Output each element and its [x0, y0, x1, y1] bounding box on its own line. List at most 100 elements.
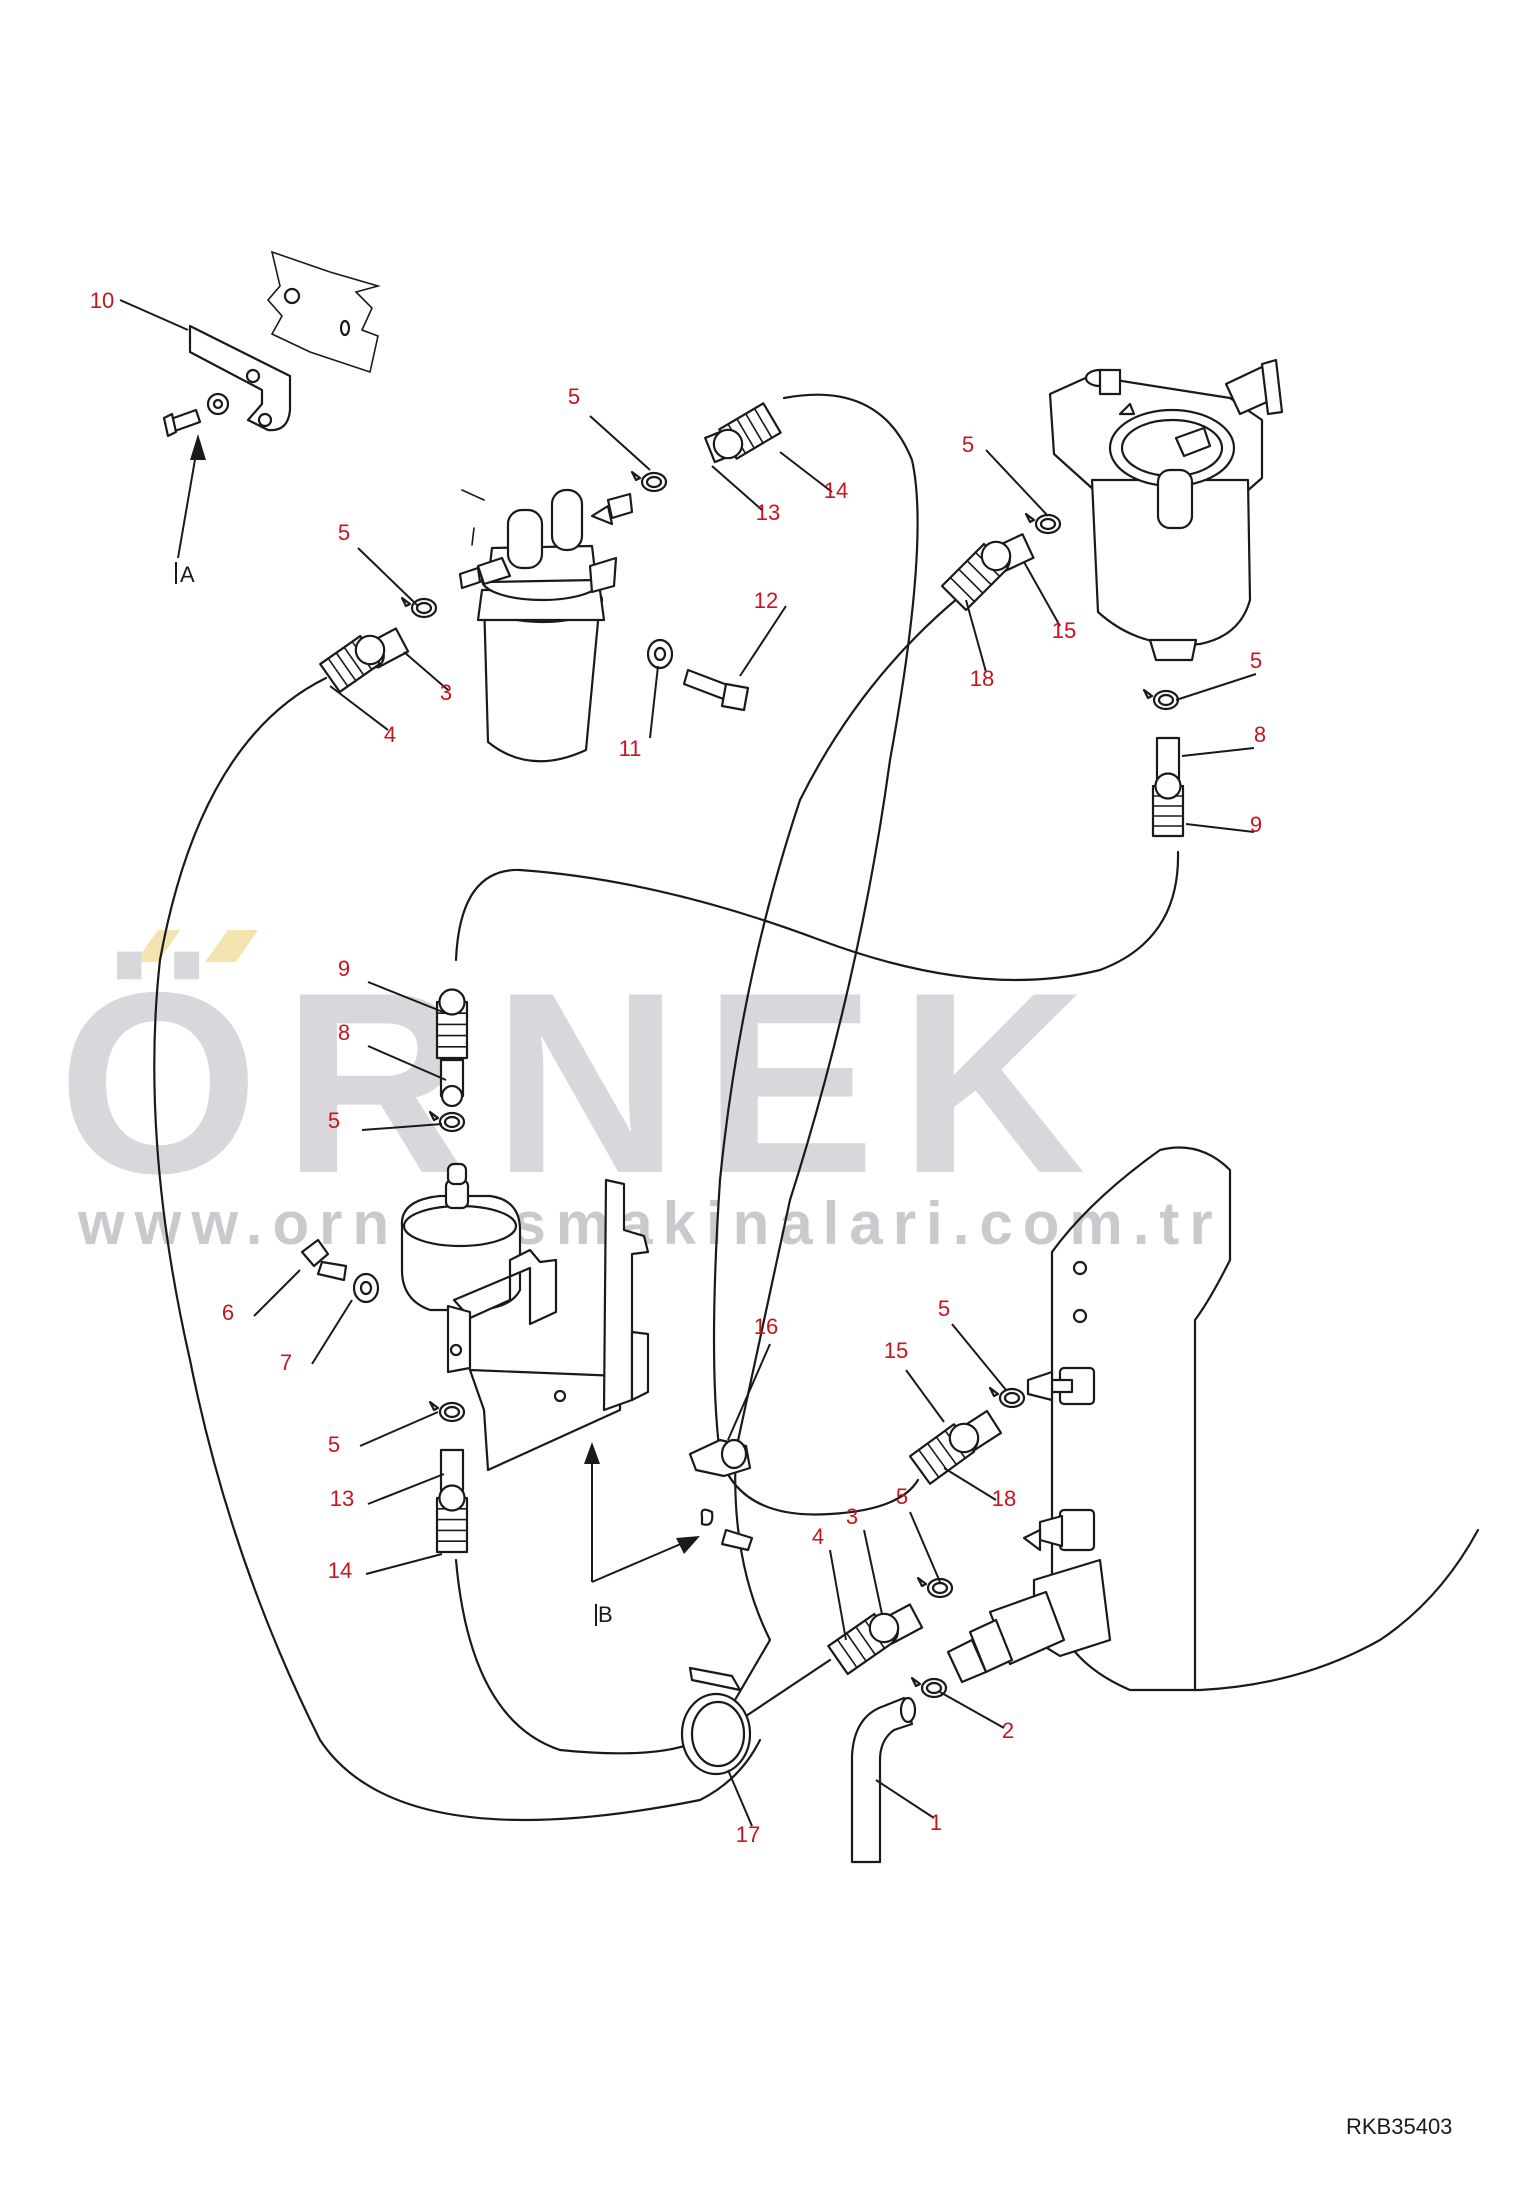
- view-b-label: B: [598, 1602, 613, 1627]
- callout-number: 4: [384, 722, 396, 747]
- callout-number: 5: [328, 1108, 340, 1133]
- watermark-brand: ÖRNEK: [58, 938, 1110, 1227]
- callout-leader: [909, 1511, 941, 1583]
- hose-cover-18-bottom: [908, 1422, 980, 1485]
- callout-leader: [965, 599, 987, 673]
- callout-number: 5: [1250, 648, 1262, 673]
- hose-cover-9-left: [435, 988, 469, 1060]
- callout-number: 5: [896, 1484, 908, 1509]
- callout-number: 6: [222, 1300, 234, 1325]
- hose-cover-18-right: [940, 540, 1012, 612]
- callout-number: 12: [754, 588, 778, 613]
- callout-leader: [829, 1549, 847, 1641]
- callout-leader: [863, 1529, 883, 1615]
- hose-clamp-5-bottom-low: [910, 1676, 948, 1699]
- callout-number: 13: [756, 500, 780, 525]
- bolt-12: [646, 638, 750, 712]
- fuel-filter-left: [458, 488, 634, 763]
- hose-clamp-5-bottom-mid: [916, 1576, 954, 1599]
- callout-number: 7: [280, 1350, 292, 1375]
- callout-leader: [1175, 673, 1257, 701]
- engine-block: [946, 1146, 1480, 1692]
- callout-leader: [875, 1779, 935, 1819]
- callout-number: 14: [328, 1558, 352, 1583]
- mounting-bracket: [162, 250, 381, 438]
- hose-joints: [319, 402, 1185, 1699]
- callout-leader: [739, 605, 787, 677]
- watermark: ÖRNEK www.ornekismakinalari.com.tr: [58, 930, 1223, 1257]
- callout-number: 15: [1052, 618, 1076, 643]
- hose-clamp-5-top: [630, 470, 668, 493]
- callout-number: 5: [568, 384, 580, 409]
- callout-number: 17: [736, 1822, 760, 1847]
- hose-cover-14-left: [435, 1484, 469, 1554]
- callout-leader: [727, 1343, 771, 1441]
- callout-leader: [951, 1323, 1007, 1391]
- callout-leader: [361, 1123, 443, 1131]
- callout-leader: [119, 299, 189, 331]
- callout-number: 10: [90, 288, 114, 313]
- callout-number: 1: [930, 1810, 942, 1835]
- callout-leader: [365, 1553, 443, 1575]
- callout-leader: [367, 981, 449, 1015]
- hose-cover-14-top: [712, 402, 782, 460]
- band-clip-17: [680, 1666, 752, 1776]
- callout-number: 14: [824, 478, 848, 503]
- callout-labels: 1051413534111251518589985675131416155185…: [90, 288, 1266, 1847]
- callout-number: 5: [328, 1432, 340, 1457]
- callout-number: 18: [970, 666, 994, 691]
- water-separator: [400, 1162, 650, 1472]
- callout-leader: [367, 1045, 447, 1081]
- callout-leader: [311, 1299, 353, 1365]
- callout-number: 5: [938, 1296, 950, 1321]
- callout-leader: [367, 1473, 445, 1505]
- callout-leader: [1023, 561, 1061, 627]
- callout-number: 9: [338, 956, 350, 981]
- fuel-filter-right: [1048, 358, 1284, 662]
- callout-leader: [359, 1411, 439, 1447]
- callout-leader: [329, 685, 389, 731]
- callout-leader: [779, 451, 833, 493]
- callout-number: 5: [962, 432, 974, 457]
- callout-number: 18: [992, 1486, 1016, 1511]
- callout-number: 13: [330, 1486, 354, 1511]
- callout-number: 15: [884, 1338, 908, 1363]
- view-a-label: A: [180, 562, 195, 587]
- callout-leader: [649, 665, 659, 739]
- callout-number: 16: [754, 1314, 778, 1339]
- callout-leader: [939, 1691, 1005, 1729]
- callout-leaders: [119, 299, 1257, 1827]
- callout-leader: [727, 1769, 753, 1827]
- hose-clamp-5-left: [400, 596, 438, 619]
- callout-number: 4: [812, 1524, 824, 1549]
- hose-cover-4-left: [319, 634, 386, 694]
- hose-cover-4-bottom: [827, 1612, 900, 1676]
- callout-number: 8: [338, 1020, 350, 1045]
- view-a-arrow: A: [175, 434, 206, 587]
- hose-clamp-5-filter-outlet: [1142, 688, 1180, 711]
- view-b-arrow: B: [584, 1442, 700, 1627]
- callout-leader: [985, 449, 1049, 517]
- hose-clamp-5-left-upper: [428, 1110, 466, 1133]
- callout-leader: [711, 465, 763, 511]
- hose-cover-9-right: [1151, 772, 1185, 838]
- callout-number: 5: [338, 520, 350, 545]
- hose-clamp-5-left-lower: [428, 1400, 466, 1423]
- callout-number: 3: [440, 680, 452, 705]
- hose-sleeve-8-left: [439, 1058, 465, 1108]
- hose-1: [850, 1696, 917, 1864]
- callout-leader: [1181, 747, 1255, 757]
- hose-clamp-5-right: [1024, 512, 1062, 535]
- bolt-6: [300, 1238, 380, 1304]
- callout-leader: [1185, 823, 1255, 833]
- callout-leader: [943, 1467, 997, 1501]
- clamp-16: [688, 1438, 754, 1552]
- callout-leader: [403, 651, 449, 691]
- watermark-url: www.ornekismakinalari.com.tr: [77, 1190, 1223, 1257]
- hose-clamp-5-bottom-upper: [988, 1386, 1026, 1409]
- reference-code: RKB35403: [1346, 2114, 1452, 2139]
- callout-leader: [905, 1369, 945, 1423]
- callout-number: 8: [1254, 722, 1266, 747]
- callout-number: 2: [1002, 1718, 1014, 1743]
